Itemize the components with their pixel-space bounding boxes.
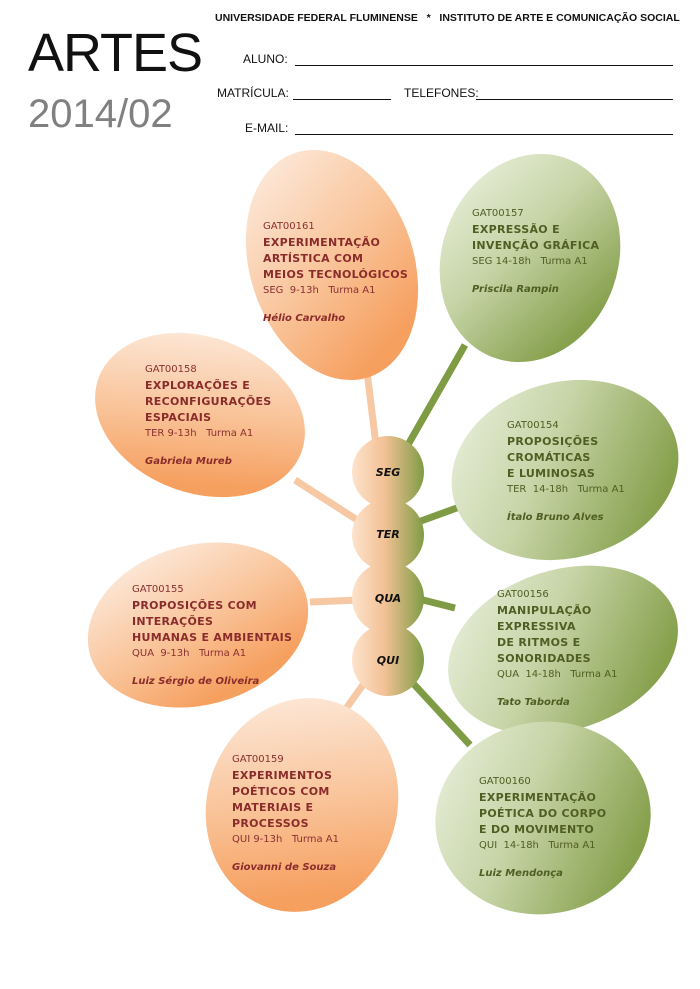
telefones-field[interactable] [476, 99, 673, 100]
aluno-label: ALUNO: [243, 52, 288, 66]
period: 2014/02 [28, 92, 173, 136]
course-title-line: MATERIAIS E [232, 801, 314, 814]
course-title-line: INTERAÇÕES [132, 615, 214, 628]
course-professor: Gabriela Mureb [145, 456, 232, 467]
matricula-field[interactable] [293, 99, 391, 100]
course-schedule: QUA 9-13h Turma A1 [132, 648, 247, 659]
course-professor: Priscila Rampin [472, 284, 559, 295]
day-seg: SEG [375, 466, 401, 479]
matricula-label: MATRÍCULA: [217, 86, 289, 100]
email-label: E-MAIL: [245, 121, 289, 135]
course-title-line: EXPLORAÇÕES E [145, 379, 251, 392]
course-title-line: EXPERIMENTOS [232, 769, 333, 782]
course-bubble [435, 721, 651, 915]
course-schedule: TER 9-13h Turma A1 [145, 428, 254, 439]
day-qui: QUI [376, 654, 400, 667]
connector [309, 596, 361, 606]
course-title-line: POÉTICA DO CORPO [479, 807, 607, 820]
course-title-line: PROCESSOS [232, 817, 309, 830]
course-schedule: SEG 9-13h Turma A1 [263, 285, 376, 296]
course-title-line: MANIPULAÇÃO [497, 604, 592, 617]
course-bubble [87, 542, 309, 708]
day-circle [352, 436, 424, 508]
course-bubble [245, 149, 419, 381]
course-title-line: EXPRESSÃO E [472, 223, 560, 236]
course-title-line: INVENÇÃO GRÁFICA [472, 239, 600, 252]
course-code: GAT00157 [472, 208, 524, 219]
day-circle [352, 562, 424, 634]
institution-header: UNIVERSIDADE FEDERAL FLUMINENSE * INSTIT… [215, 12, 680, 24]
course-title-line: ESPACIAIS [145, 411, 212, 424]
course-title-line: EXPERIMENTAÇÃO [263, 236, 381, 249]
day-qua: QUA [374, 592, 402, 605]
page-title: ARTES [28, 23, 203, 83]
course-title-line: PROPOSIÇÕES COM [132, 599, 257, 612]
course-bubble [205, 698, 399, 912]
connector [401, 343, 469, 452]
course-title-line: RECONFIGURAÇÕES [145, 395, 272, 408]
course-code: GAT00159 [232, 754, 284, 765]
connector [293, 477, 367, 528]
course-code: GAT00154 [507, 420, 559, 431]
course-title-line: CROMÁTICAS [507, 451, 591, 464]
course-title-line: EXPRESSIVA [497, 620, 576, 633]
course-code: GAT00158 [145, 364, 197, 375]
course-title-line: PROPOSIÇÕES [507, 435, 599, 448]
course-schedule: TER 14-18h Turma A1 [507, 484, 625, 495]
course-professor: Luiz Mendonça [479, 868, 563, 879]
telefones-label: TELEFONES: [404, 86, 479, 100]
course-title-line: DE RITMOS E [497, 636, 581, 649]
course-title-line: HUMANAS E AMBIENTAIS [132, 631, 293, 644]
course-code: GAT00161 [263, 221, 315, 232]
course-schedule: SEG 14-18h Turma A1 [472, 256, 588, 267]
course-title-line: E LUMINOSAS [507, 467, 596, 480]
course-professor: Ítalo Bruno Alves [507, 512, 604, 523]
course-professor: Hélio Carvalho [263, 313, 346, 324]
email-field[interactable] [295, 134, 673, 135]
course-title-line: E DO MOVIMENTO [479, 823, 594, 836]
course-title-line: ARTÍSTICA COM [263, 252, 364, 265]
day-ter: TER [376, 528, 400, 541]
course-professor: Tato Taborda [497, 697, 570, 708]
course-schedule: QUA 14-18h Turma A1 [497, 669, 618, 680]
course-title-line: SONORIDADES [497, 652, 591, 665]
course-bubble [439, 153, 621, 363]
course-professor: Luiz Sérgio de Oliveira [132, 676, 260, 687]
course-title-line: MEIOS TECNOLÓGICOS [263, 268, 409, 281]
day-circle [352, 499, 424, 571]
course-professor: Giovanni de Souza [232, 862, 337, 873]
course-bubble [95, 332, 305, 498]
aluno-field[interactable] [295, 65, 673, 66]
course-title-line: POÉTICOS COM [232, 785, 330, 798]
course-bubble [448, 565, 678, 735]
course-title-line: EXPERIMENTAÇÃO [479, 791, 597, 804]
course-code: GAT00160 [479, 776, 531, 787]
connector [407, 677, 473, 748]
course-code: GAT00156 [497, 589, 549, 600]
course-bubble [451, 379, 679, 561]
day-circle [352, 624, 424, 696]
course-schedule: QUI 14-18h Turma A1 [479, 840, 596, 851]
course-code: GAT00155 [132, 584, 184, 595]
course-schedule: QUI 9-13h Turma A1 [232, 834, 340, 845]
